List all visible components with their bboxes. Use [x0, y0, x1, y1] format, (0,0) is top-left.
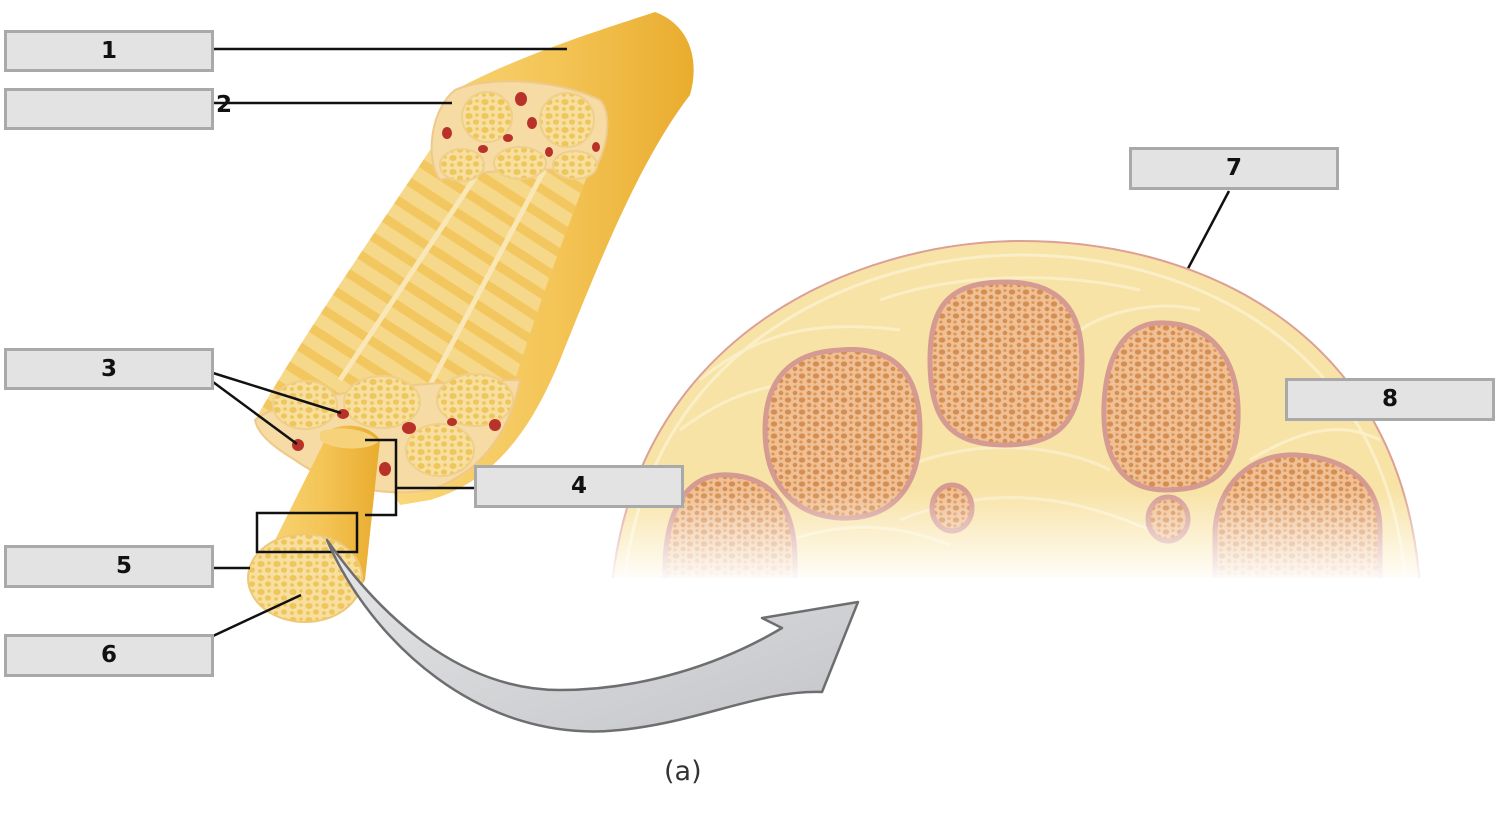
figure-caption: (a)	[664, 756, 702, 787]
label-number: 4	[570, 473, 587, 499]
label-number: 7	[1225, 155, 1242, 181]
label-box-5[interactable]: 5	[4, 545, 214, 588]
label-number: 5	[115, 553, 132, 579]
nerve-cross-section	[612, 240, 1420, 578]
label-box-8[interactable]: 8	[1285, 378, 1495, 421]
nerve-trunk-illustration	[253, 12, 694, 505]
label-box-3[interactable]: 3	[4, 348, 214, 390]
label-box-1[interactable]: 1	[4, 30, 214, 72]
label-box-6[interactable]: 6	[4, 634, 214, 677]
label-box-4[interactable]: 4	[474, 465, 684, 508]
label-number-2: 2	[216, 92, 233, 118]
label-box-2[interactable]	[4, 88, 214, 130]
label-number: 6	[100, 642, 117, 668]
zoom-arrow	[325, 538, 860, 733]
label-box-7[interactable]: 7	[1129, 147, 1339, 190]
label-number: 1	[100, 38, 117, 64]
label-number: 3	[100, 356, 117, 382]
magnification-box	[255, 511, 359, 554]
label-number: 8	[1381, 386, 1398, 412]
